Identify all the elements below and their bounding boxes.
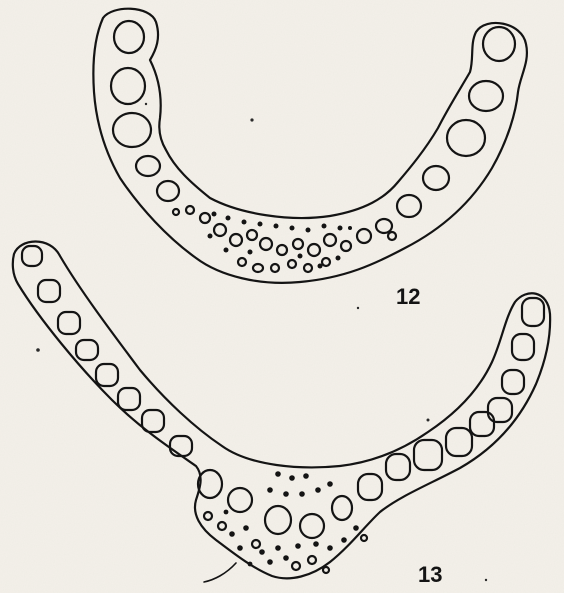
figure-label-12: 12: [396, 284, 420, 310]
figure-label-13: 13: [418, 562, 442, 588]
